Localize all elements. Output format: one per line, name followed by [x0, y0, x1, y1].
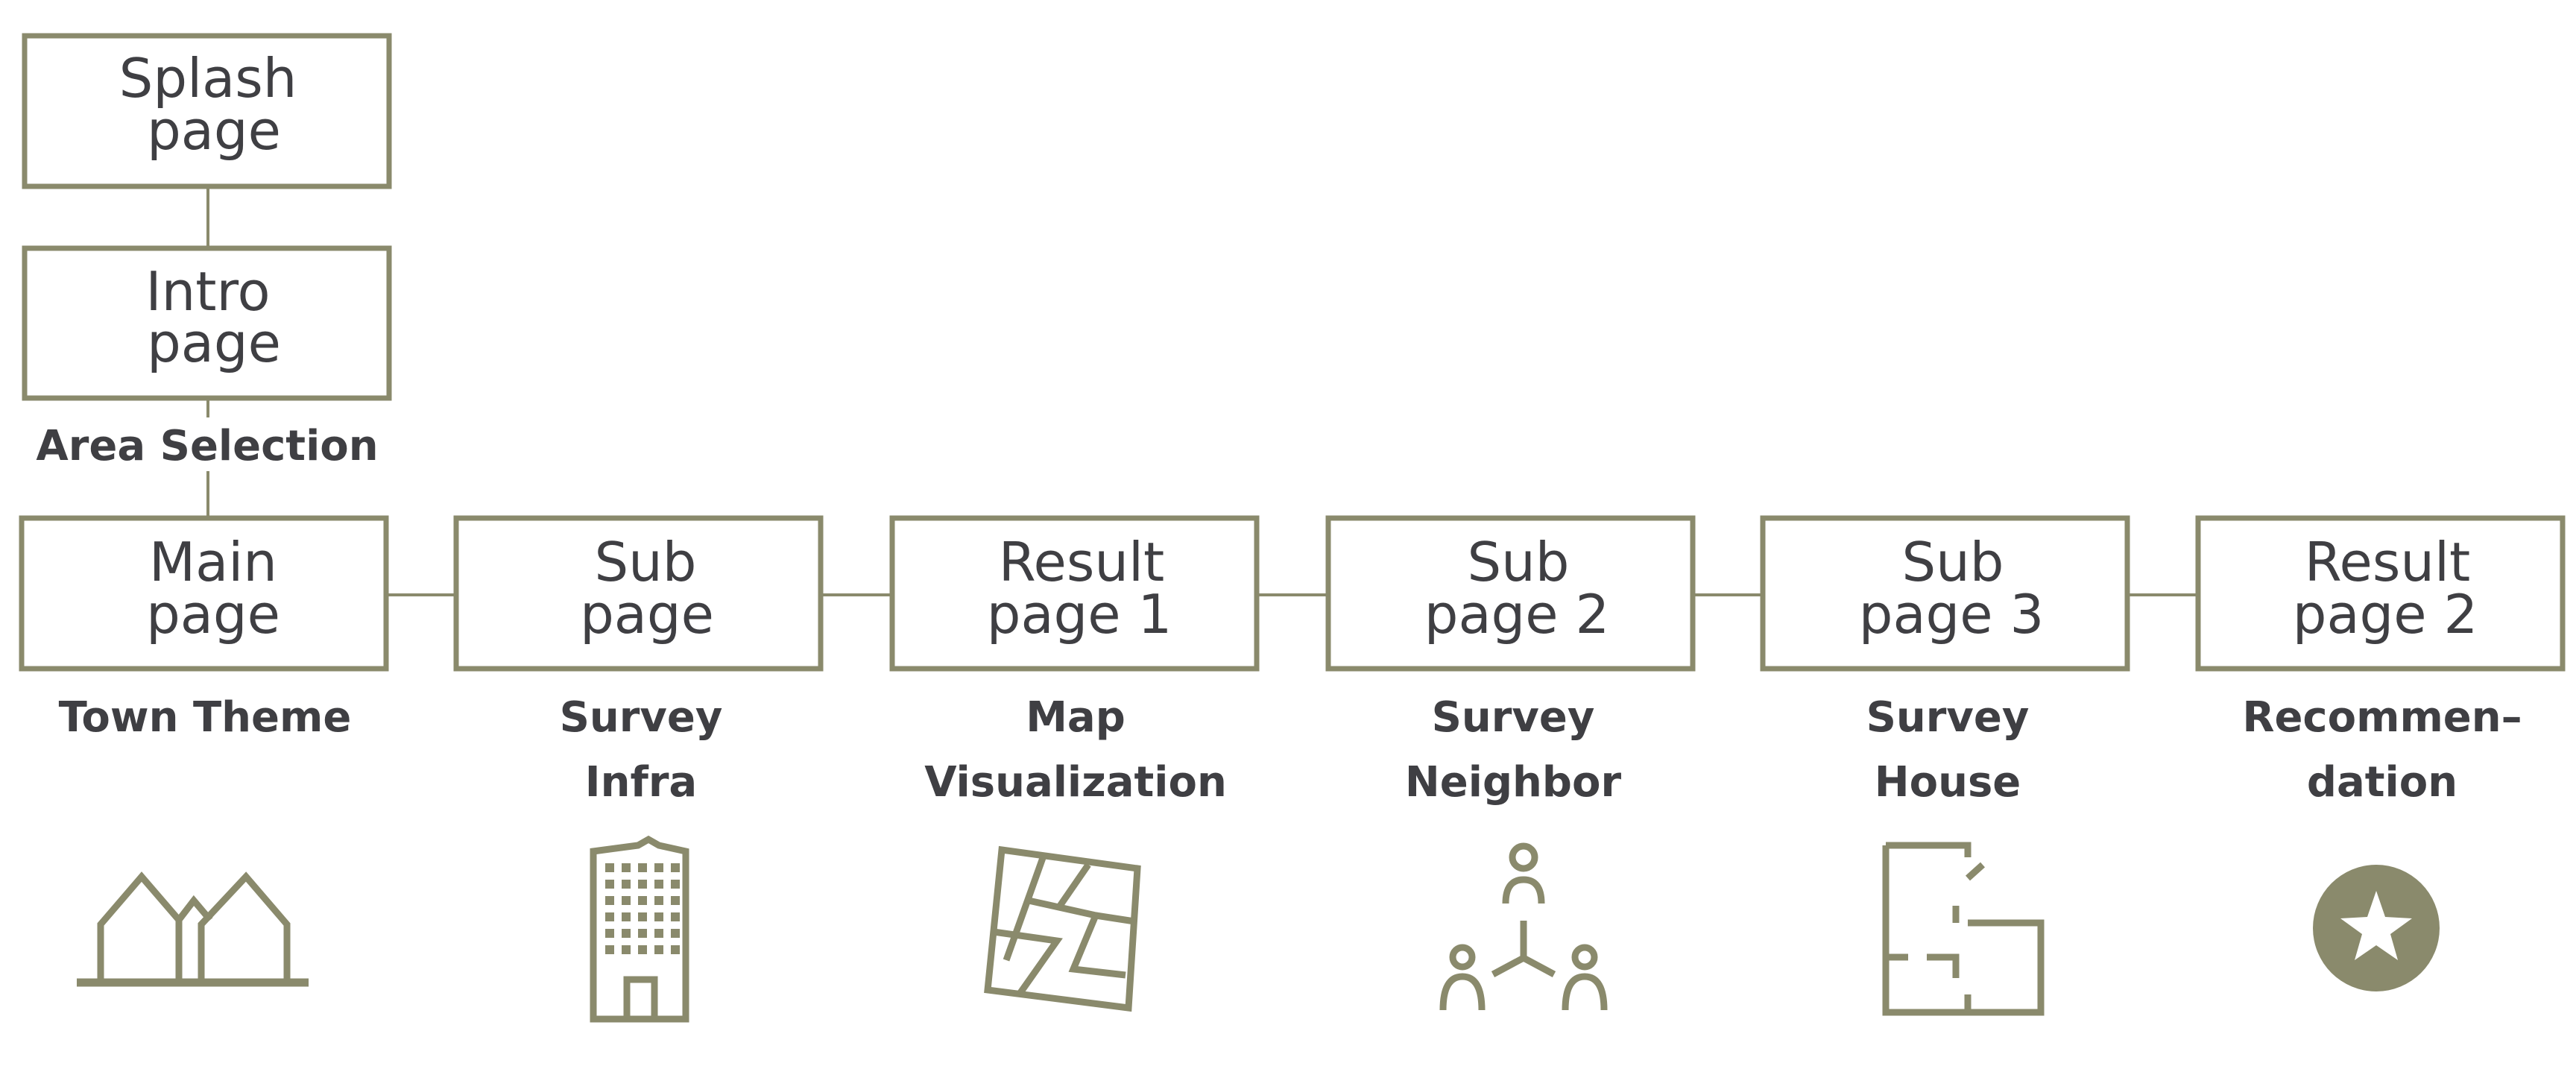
label-recommendation-line2: dation [2307, 758, 2457, 807]
splash-page-line1: Splash [119, 47, 297, 110]
sub-page-3-line1: Sub [1901, 531, 2004, 593]
splash-page-line2: page [147, 99, 281, 162]
label-survey-neighbor-line1: Survey [1432, 693, 1595, 742]
result-page-1-box: Result page 1 [889, 515, 1260, 672]
sub-page-2-line2: page 2 [1424, 583, 1610, 646]
label-town-theme: Town Theme [59, 693, 352, 742]
result-page-1-line1: Result [999, 531, 1164, 593]
houses-icon [77, 871, 309, 987]
map-grid-icon [984, 845, 1141, 1012]
people-network-icon [1439, 842, 1608, 1011]
main-page-box: Main page [19, 515, 389, 672]
splash-page-box: Splash page [22, 33, 392, 189]
result-page-2-line2: page 2 [2293, 583, 2478, 646]
intro-page-line2: page [147, 312, 281, 374]
intro-page-box: Intro page [22, 245, 392, 401]
sub-page-line1: Sub [594, 531, 696, 593]
label-map-visualization-line1: Map [1026, 693, 1126, 742]
star-badge-icon [2313, 865, 2440, 991]
label-map-visualization-line2: Visualization [924, 758, 1227, 807]
result-page-1-line2: page 1 [987, 583, 1172, 646]
sub-page-2-box: Sub page 2 [1325, 515, 1696, 672]
label-survey-neighbor-line2: Neighbor [1405, 758, 1622, 807]
result-page-2-box: Result page 2 [2195, 515, 2566, 672]
label-survey-house-line2: House [1875, 758, 2021, 807]
sub-page-line2: page [580, 583, 714, 646]
label-recommendation-line1: Recommen– [2242, 693, 2522, 742]
sub-page-3-box: Sub page 3 [1760, 515, 2130, 672]
floor-plan-icon [1882, 842, 2045, 1016]
building-icon [590, 835, 689, 1023]
label-survey-infra-line1: Survey [560, 693, 723, 742]
main-page-line2: page [146, 583, 280, 646]
sub-page-3-line2: page 3 [1859, 583, 2045, 646]
sub-page-2-line1: Sub [1467, 531, 1569, 593]
sub-page-box: Sub page [453, 515, 824, 672]
main-page-line1: Main [149, 531, 277, 593]
result-page-2-line1: Result [2305, 531, 2470, 593]
label-area-selection: Area Selection [36, 422, 378, 470]
label-survey-infra-line2: Infra [585, 758, 697, 807]
label-survey-house-line1: Survey [1866, 693, 2030, 742]
intro-page-line1: Intro [145, 260, 270, 323]
